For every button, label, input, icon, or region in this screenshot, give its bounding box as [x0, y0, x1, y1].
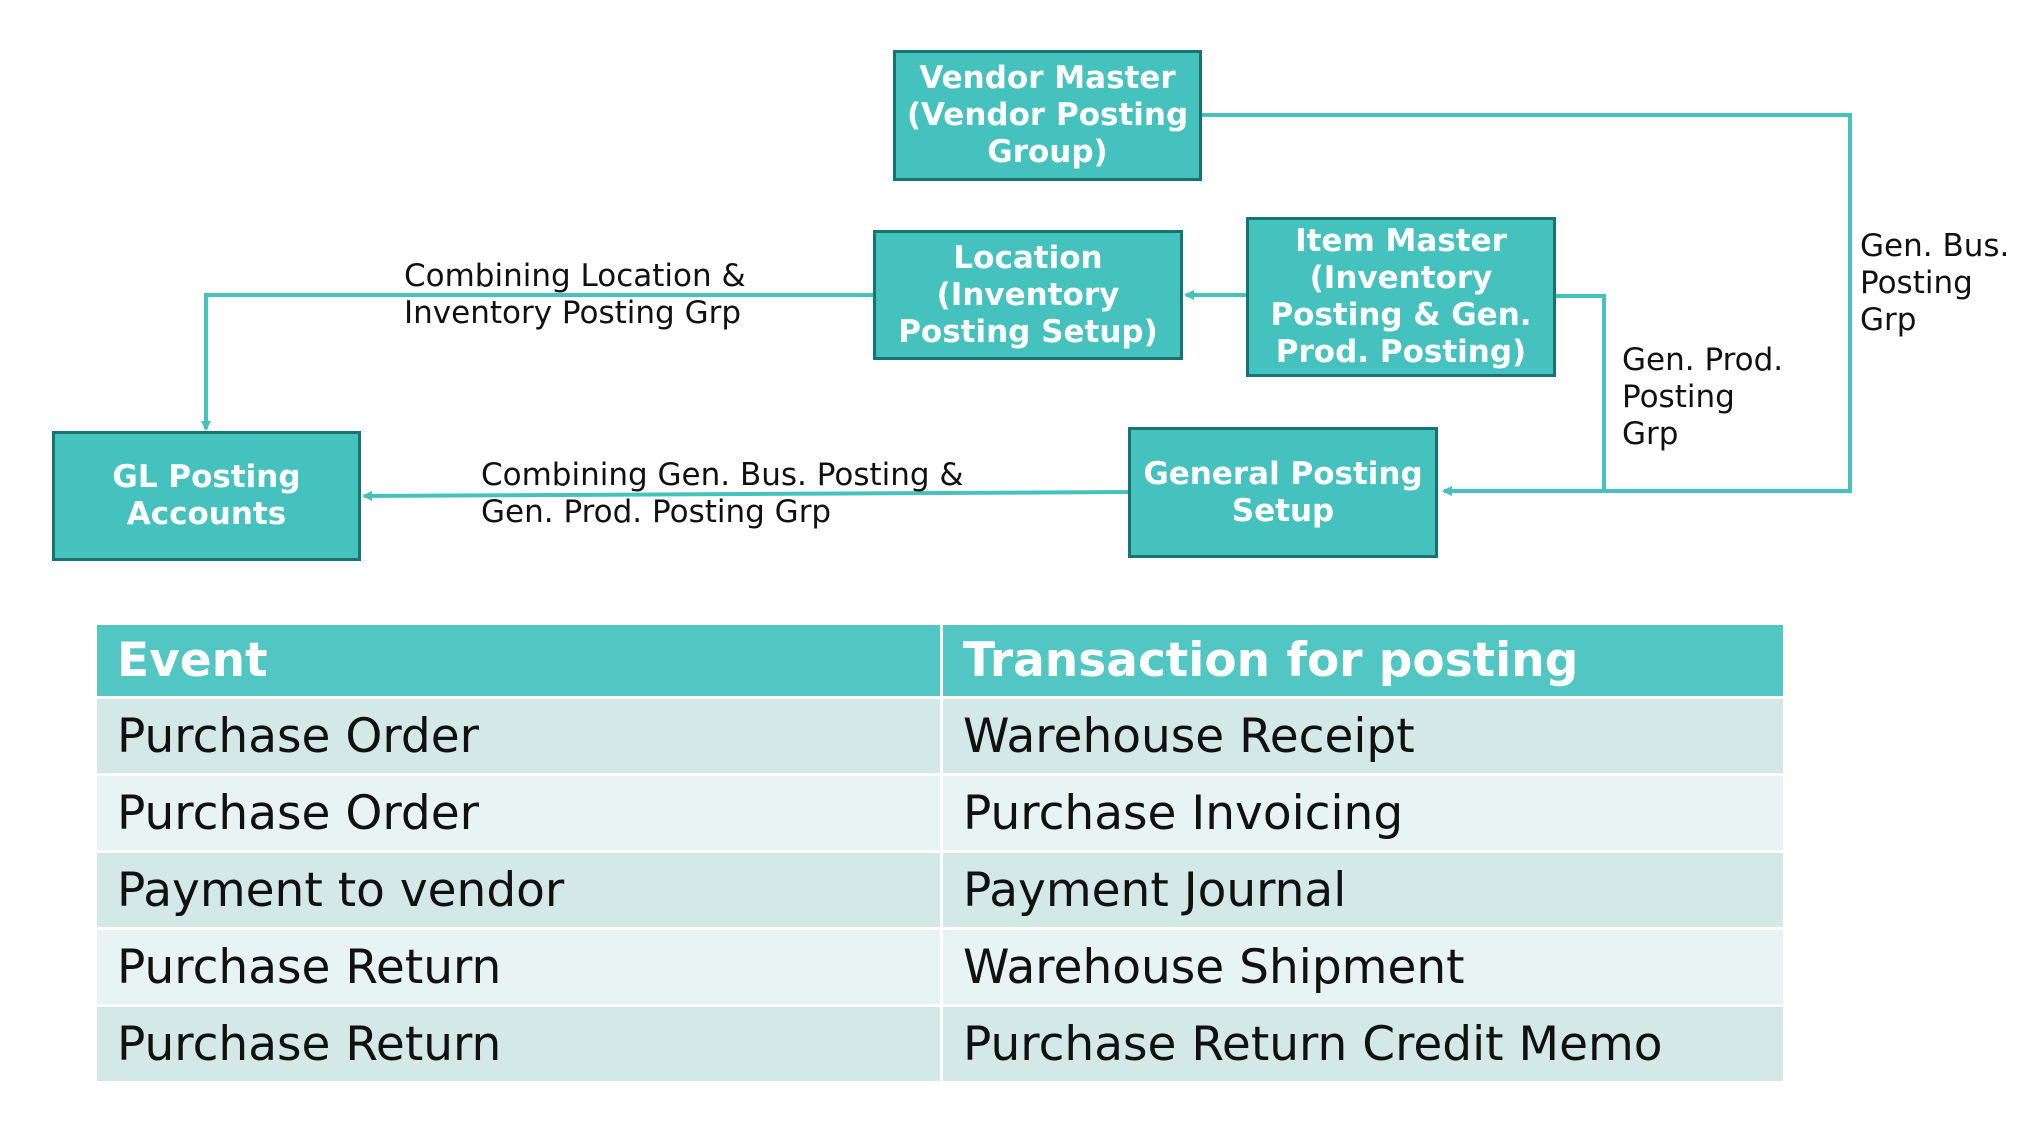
- table-row: Payment to vendor Payment Journal: [94, 850, 1786, 930]
- table-row: Purchase Return Purchase Return Credit M…: [94, 1004, 1786, 1084]
- item-master-box: Item Master (Inventory Posting & Gen. Pr…: [1246, 217, 1556, 377]
- event-cell: Purchase Order: [94, 696, 943, 776]
- event-cell: Purchase Return: [94, 1004, 943, 1084]
- location-box: Location (Inventory Posting Setup): [873, 230, 1183, 360]
- gen-prod-posting-grp-label: Gen. Prod. Posting Grp: [1622, 342, 1784, 452]
- event-cell: Purchase Return: [94, 927, 943, 1007]
- combining-gen-posting-label: Combining Gen. Bus. Posting & Gen. Prod.…: [481, 457, 964, 530]
- event-transaction-table: Event Transaction for posting Purchase O…: [94, 622, 1786, 1084]
- event-cell: Payment to vendor: [94, 850, 943, 930]
- transaction-cell: Purchase Invoicing: [940, 773, 1786, 853]
- transaction-cell: Warehouse Receipt: [940, 696, 1786, 776]
- transaction-cell: Purchase Return Credit Memo: [940, 1004, 1786, 1084]
- gl-posting-accounts-box: GL Posting Accounts: [52, 431, 361, 561]
- table-row: Purchase Order Warehouse Receipt: [94, 696, 1786, 776]
- table-header-row: Event Transaction for posting: [94, 622, 1786, 699]
- vendor-master-box: Vendor Master (Vendor Posting Group): [893, 50, 1202, 181]
- table-row: Purchase Order Purchase Invoicing: [94, 773, 1786, 853]
- gen-bus-posting-grp-label: Gen. Bus. Posting Grp: [1860, 228, 2010, 338]
- transaction-column-header: Transaction for posting: [940, 622, 1786, 699]
- general-posting-setup-box: General Posting Setup: [1128, 427, 1438, 558]
- table-row: Purchase Return Warehouse Shipment: [94, 927, 1786, 1007]
- event-column-header: Event: [94, 622, 943, 699]
- event-cell: Purchase Order: [94, 773, 943, 853]
- combining-location-label: Combining Location & Inventory Posting G…: [404, 258, 746, 331]
- transaction-cell: Payment Journal: [940, 850, 1786, 930]
- transaction-cell: Warehouse Shipment: [940, 927, 1786, 1007]
